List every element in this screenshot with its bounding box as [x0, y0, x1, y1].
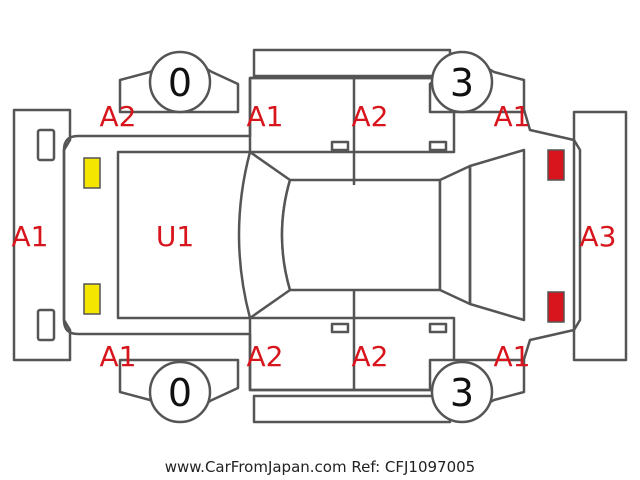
left-side-doors-top [248, 76, 456, 154]
code-hood: U1 [156, 220, 194, 253]
door-handle-bottom-front [330, 322, 350, 334]
code-right-front-door: A2 [247, 340, 284, 373]
roof-panel [280, 178, 442, 292]
tire-tread-rear-right: 3 [450, 371, 474, 415]
code-rear-bumper: A3 [580, 220, 617, 253]
tire-tread-front-right: 0 [168, 371, 192, 415]
rear-window [438, 164, 472, 306]
tire-rear-left [430, 50, 494, 114]
taillamp-top [547, 149, 565, 181]
code-left-front-door: A1 [247, 100, 284, 133]
code-front-left-corner: A2 [100, 100, 137, 133]
headlamp-top [83, 157, 101, 189]
side-step-top [252, 48, 452, 78]
rear-hatch-outline [468, 148, 526, 322]
front-bumper-slot-top [36, 128, 56, 162]
door-handle-top-rear [428, 140, 448, 152]
front-bumper-slot-bottom [36, 308, 56, 342]
code-right-rear-door: A2 [352, 340, 389, 373]
car-body-outline [62, 76, 576, 392]
headlamp-bottom [83, 283, 101, 315]
tire-tread-rear-left: 3 [450, 61, 474, 105]
code-front-right-corner: A1 [100, 340, 137, 373]
side-step-bottom [252, 394, 452, 424]
taillamp-bottom [547, 291, 565, 323]
tire-front-left [148, 50, 212, 114]
code-front-bumper: A1 [12, 220, 49, 253]
door-handle-bottom-rear [428, 322, 448, 334]
code-left-rear-door: A2 [352, 100, 389, 133]
tire-tread-front-left: 0 [168, 61, 192, 105]
code-rear-right-corner: A1 [494, 340, 531, 373]
reference-footer: www.CarFromJapan.com Ref: CFJ1097005 [164, 458, 476, 476]
tire-front-right [148, 360, 212, 424]
code-rear-left-corner: A1 [494, 100, 531, 133]
door-handle-top-front [330, 140, 350, 152]
tire-rear-right [430, 360, 494, 424]
